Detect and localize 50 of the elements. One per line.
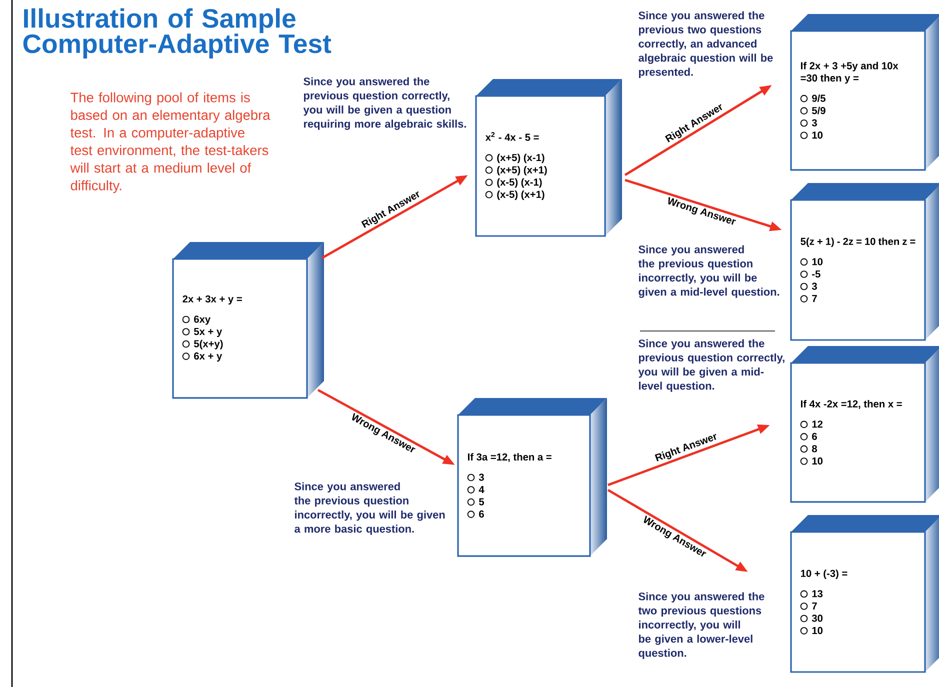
answer-option: 12 bbox=[812, 420, 823, 428]
answer-option: 3 bbox=[812, 282, 817, 290]
answer-option: (x-5) (x-1) bbox=[497, 178, 542, 188]
answer-option: 6x + y bbox=[194, 352, 222, 362]
answer-option: 10 bbox=[812, 258, 823, 266]
question-text: 5(z + 1) - 2z = 10 then z = bbox=[800, 238, 916, 248]
answer-option: 7 bbox=[812, 295, 817, 302]
answer-option: 4 bbox=[478, 486, 484, 493]
explanation-text: Since you answered the previous question incorrectly, you will be given a mid-level question. bbox=[638, 245, 780, 298]
answer-option: (x+5) (x+1) bbox=[497, 166, 547, 176]
title: Illustration of Sample Computer-Adaptive Test bbox=[23, 8, 332, 58]
question-card bbox=[790, 346, 939, 503]
answer-option: (x+5) (x-1) bbox=[497, 154, 544, 164]
answer-option: 10 bbox=[812, 626, 823, 634]
answer-option: 5/9 bbox=[812, 106, 826, 114]
question-text: 2x + 3x + y = bbox=[182, 295, 242, 305]
answer-option: -5 bbox=[812, 270, 820, 278]
question-text: If 2x + 3 +5y and 10x =30 then y = bbox=[800, 62, 898, 84]
answer-option: 30 bbox=[812, 614, 823, 622]
answer-option: 6 bbox=[812, 432, 817, 440]
explanation-text: Since you answered the two previous questions incorrectly, you will be given a lower-level question. bbox=[638, 592, 764, 659]
answer-option: 5 bbox=[478, 498, 484, 506]
question-text: If 4x -2x =12, then x = bbox=[801, 400, 902, 409]
question-card bbox=[457, 398, 607, 557]
question-text: x$^{2}$ - 4x - 5 = bbox=[485, 132, 539, 141]
question-card bbox=[790, 14, 939, 171]
answer-option: 5(x+y) bbox=[194, 340, 223, 350]
question-card bbox=[790, 183, 939, 341]
question-card bbox=[790, 515, 939, 673]
answer-option: 3 bbox=[812, 119, 817, 126]
question-card bbox=[475, 79, 622, 237]
explanation-text: Since you answered the previous question incorrectly, you will be given a more basic question. bbox=[294, 482, 445, 535]
explanation-text: Since you answered the previous two questions correctly, an advanced algebraic question will be presented. bbox=[638, 11, 773, 78]
answer-option: (x-5) (x+1) bbox=[497, 190, 544, 200]
answer-option: 3 bbox=[478, 474, 484, 481]
answer-option: 10 bbox=[812, 457, 823, 465]
question-text: 10 + (-3) = bbox=[801, 570, 848, 580]
intro-text: The following pool of items is based on an elementary algebra test. In a computer-adaptive test environment, the test-takers will start at a medium level of difficulty. bbox=[70, 92, 270, 194]
answer-option: 13 bbox=[812, 590, 823, 598]
answer-option: 8 bbox=[812, 445, 817, 452]
answer-option: 9/5 bbox=[812, 94, 826, 102]
question-text: If 3a =12, then a = bbox=[468, 453, 552, 462]
answer-option: 7 bbox=[812, 602, 817, 610]
question-card bbox=[172, 242, 324, 399]
answer-option: 10 bbox=[812, 132, 823, 139]
answer-option: 6xy bbox=[194, 316, 211, 325]
answer-option: 5x + y bbox=[194, 328, 222, 338]
explanation-text: Since you answered the previous question correctly, you will be given a question requiring more algebraic skills. bbox=[303, 77, 466, 130]
explanation-text: Since you answered the previous question correctly, you will be given a mid-level question. bbox=[638, 339, 784, 392]
answer-option: 6 bbox=[479, 510, 484, 518]
